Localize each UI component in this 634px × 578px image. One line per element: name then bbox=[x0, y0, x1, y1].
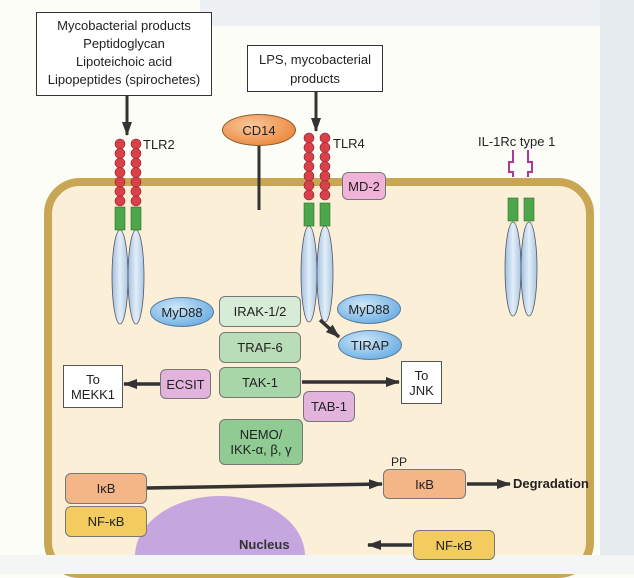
tlr4-ligand-1: LPS, mycobacterial bbox=[259, 52, 371, 67]
nfkb-free-node: NF-κB bbox=[413, 530, 495, 560]
tak1-node: TAK-1 bbox=[219, 367, 301, 398]
lrr-bead bbox=[303, 132, 315, 144]
lrr-bead bbox=[303, 142, 315, 153]
il1r-bracket-right bbox=[527, 150, 533, 177]
md2-node: MD-2 bbox=[342, 172, 386, 200]
lrr-bead bbox=[114, 195, 126, 207]
cd14-node: CD14 bbox=[222, 114, 296, 146]
lrr-bead bbox=[319, 132, 331, 144]
lrr-bead bbox=[303, 170, 315, 182]
tlr2-ligand-box: Mycobacterial products Peptidoglycan Lip… bbox=[36, 12, 212, 96]
il1r-receptor bbox=[504, 197, 538, 317]
tir-domain bbox=[300, 225, 318, 323]
ikk-label: IKK-α, β, γ bbox=[230, 442, 292, 457]
lrr-bead bbox=[114, 176, 126, 188]
nfkb-bound-node: NF-κB bbox=[65, 506, 147, 537]
tlr2-ligand-3: Lipoteichoic acid bbox=[75, 54, 173, 69]
tab1-node: TAB-1 bbox=[303, 391, 355, 422]
traf6-node: TRAF-6 bbox=[219, 332, 301, 363]
tlr4-to-tirap-arrow bbox=[318, 318, 341, 339]
myd88-left-node: MyD88 bbox=[150, 297, 214, 327]
tlr2-label: TLR2 bbox=[143, 137, 175, 152]
phospho-ikb-node: IκB bbox=[383, 469, 466, 499]
nucleus-label: Nucleus bbox=[239, 537, 290, 552]
lrr-bead bbox=[130, 176, 142, 188]
nucleus bbox=[135, 496, 305, 555]
lrr-bead bbox=[114, 167, 126, 178]
lrr-bead bbox=[114, 138, 126, 150]
phospho-label: PP bbox=[391, 455, 408, 469]
nemo-ikk-node: NEMO/ IKK-α, β, γ bbox=[219, 419, 303, 465]
irak-node: IRAK-1/2 bbox=[219, 296, 301, 327]
to-jnk-box: To JNK bbox=[401, 361, 442, 404]
tir-domain bbox=[316, 225, 334, 323]
ecsit-node: ECSIT bbox=[160, 369, 211, 399]
lrr-bead bbox=[130, 157, 142, 169]
lrr-bead bbox=[114, 186, 126, 197]
transmembrane-segment bbox=[523, 197, 535, 222]
tir-domain bbox=[127, 229, 145, 325]
to-mekk1-line2: MEKK1 bbox=[70, 386, 116, 402]
lrr-bead bbox=[319, 180, 331, 191]
transmembrane-segment bbox=[130, 206, 142, 231]
lrr-bead bbox=[319, 151, 331, 163]
lrr-bead bbox=[319, 189, 331, 201]
lrr-bead bbox=[319, 170, 331, 182]
ikb-node: IκB bbox=[65, 473, 147, 504]
tlr2-ligand-2: Peptidoglycan bbox=[83, 36, 165, 51]
tlr2-receptor bbox=[111, 138, 145, 325]
tir-domain bbox=[111, 229, 129, 325]
page-edge bbox=[600, 0, 634, 574]
to-mekk1-box: To MEKK1 bbox=[63, 365, 123, 408]
lrr-bead bbox=[303, 151, 315, 163]
transmembrane-segment bbox=[319, 202, 331, 227]
il1r-label: IL-1Rc type 1 bbox=[478, 134, 556, 149]
lrr-bead bbox=[130, 138, 142, 150]
tlr2-ligand-4: Lipopeptides (spirochetes) bbox=[47, 72, 201, 87]
tlr4-ligand-box: LPS, mycobacterial products bbox=[247, 45, 383, 92]
tlr4-label: TLR4 bbox=[333, 136, 365, 151]
to-jnk-line2: JNK bbox=[409, 382, 434, 398]
to-jnk-line1: To bbox=[414, 367, 429, 383]
lrr-bead bbox=[130, 195, 142, 207]
tirap-node: TIRAP bbox=[338, 330, 402, 360]
lrr-bead bbox=[114, 157, 126, 169]
tlr4-ligand-2: products bbox=[290, 71, 340, 86]
lrr-bead bbox=[130, 186, 142, 197]
lrr-bead bbox=[303, 161, 315, 172]
lrr-bead bbox=[319, 161, 331, 172]
lrr-bead bbox=[130, 148, 142, 159]
transmembrane-segment bbox=[507, 197, 519, 222]
lrr-bead bbox=[303, 180, 315, 191]
lrr-bead bbox=[114, 148, 126, 159]
myd88-right-node: MyD88 bbox=[337, 294, 401, 324]
nemo-label: NEMO/ bbox=[239, 427, 283, 442]
lrr-bead bbox=[319, 142, 331, 153]
tlr2-ligand-1: Mycobacterial products bbox=[57, 18, 191, 33]
transmembrane-segment bbox=[114, 206, 126, 231]
tlr4-receptor bbox=[300, 132, 334, 323]
il1r-bracket-left bbox=[508, 150, 514, 177]
lrr-bead bbox=[130, 167, 142, 178]
tir-domain bbox=[520, 221, 538, 317]
to-mekk1-line1: To bbox=[86, 371, 100, 387]
transmembrane-segment bbox=[303, 202, 315, 227]
ikb-phosphorylation-arrow bbox=[146, 479, 383, 490]
lrr-bead bbox=[303, 189, 315, 201]
tir-domain bbox=[504, 221, 522, 317]
background-text-band bbox=[200, 0, 600, 26]
degradation-label: Degradation bbox=[513, 476, 589, 491]
